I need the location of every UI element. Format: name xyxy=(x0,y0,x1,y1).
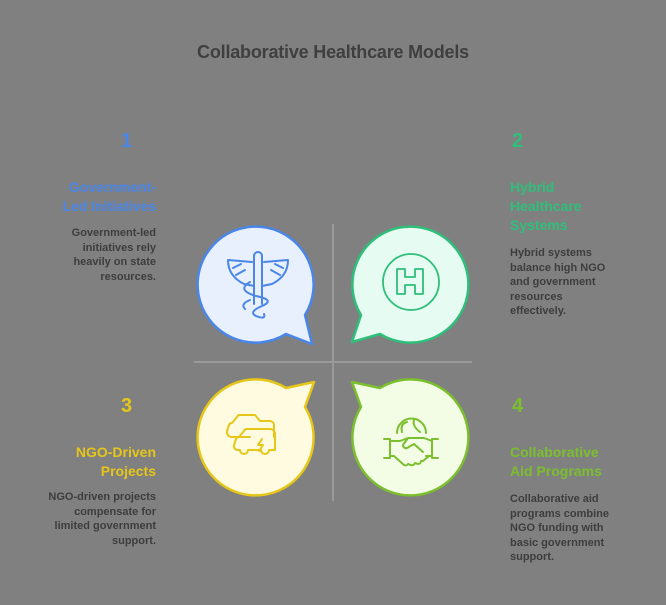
quadrant-2-heading: Hybrid Healthcare Systems xyxy=(510,178,640,235)
desc-line: resources. xyxy=(100,270,156,283)
quadrant-2-number: 2 xyxy=(512,130,524,152)
heading-line: Systems xyxy=(510,217,568,233)
diagram-title: Collaborative Healthcare Models xyxy=(197,42,469,62)
quadrant-1-heading: Government- Led Initiatives xyxy=(26,178,156,216)
desc-line: NGO-driven projects xyxy=(48,491,156,503)
heading-line: Collaborative xyxy=(510,444,599,460)
desc-line: heavily on state xyxy=(73,256,156,268)
hospital-h-icon xyxy=(382,253,440,311)
desc-line: basic government xyxy=(510,536,605,549)
heading-line: Led Initiatives xyxy=(62,198,156,214)
heading-line: Projects xyxy=(100,463,156,479)
quadrant-3-heading: NGO-Driven Projects xyxy=(26,443,156,481)
desc-line: Government-led xyxy=(71,227,156,239)
quadrant-4-heading: Collaborative Aid Programs xyxy=(510,443,650,481)
handshake-globe-icon xyxy=(383,417,439,467)
desc-line: compensate for xyxy=(74,505,156,518)
heading-line: Healthcare xyxy=(510,198,582,214)
desc-line: effectively. xyxy=(510,305,567,317)
desc-line: support. xyxy=(112,534,156,547)
quadrant-1-description: Government-led initiatives rely heavily … xyxy=(16,226,156,284)
desc-line: support. xyxy=(510,551,554,563)
quadrant-3-number: 3 xyxy=(121,395,133,417)
horizontal-divider xyxy=(194,361,472,363)
quadrant-4-description: Collaborative aid programs combine NGO f… xyxy=(510,492,650,565)
desc-line: and government xyxy=(510,276,596,288)
heading-line: Aid Programs xyxy=(510,463,602,479)
desc-line: resources xyxy=(510,290,563,303)
heading-line: Hybrid xyxy=(510,179,555,195)
ambulance-vehicles-icon xyxy=(225,414,276,455)
quadrant-2-description: Hybrid systems balance high NGO and gove… xyxy=(510,246,650,319)
desc-line: initiatives rely xyxy=(82,241,156,254)
desc-line: balance high NGO xyxy=(510,261,606,274)
heading-line: NGO-Driven xyxy=(75,444,156,460)
quadrant-4-number: 4 xyxy=(512,395,524,417)
desc-line: Hybrid systems xyxy=(510,247,592,259)
desc-line: Collaborative aid xyxy=(510,493,599,505)
quadrant-1-number: 1 xyxy=(121,130,133,152)
heading-line: Government- xyxy=(68,179,156,195)
quadrant-3-description: NGO-driven projects compensate for limit… xyxy=(6,490,156,548)
caduceus-icon xyxy=(227,251,289,319)
quadrant-3-bubble xyxy=(196,378,316,497)
desc-line: limited government xyxy=(54,520,156,532)
desc-line: programs combine xyxy=(510,507,610,520)
quadrant-1-bubble xyxy=(196,225,315,346)
desc-line: NGO funding with xyxy=(510,522,604,534)
